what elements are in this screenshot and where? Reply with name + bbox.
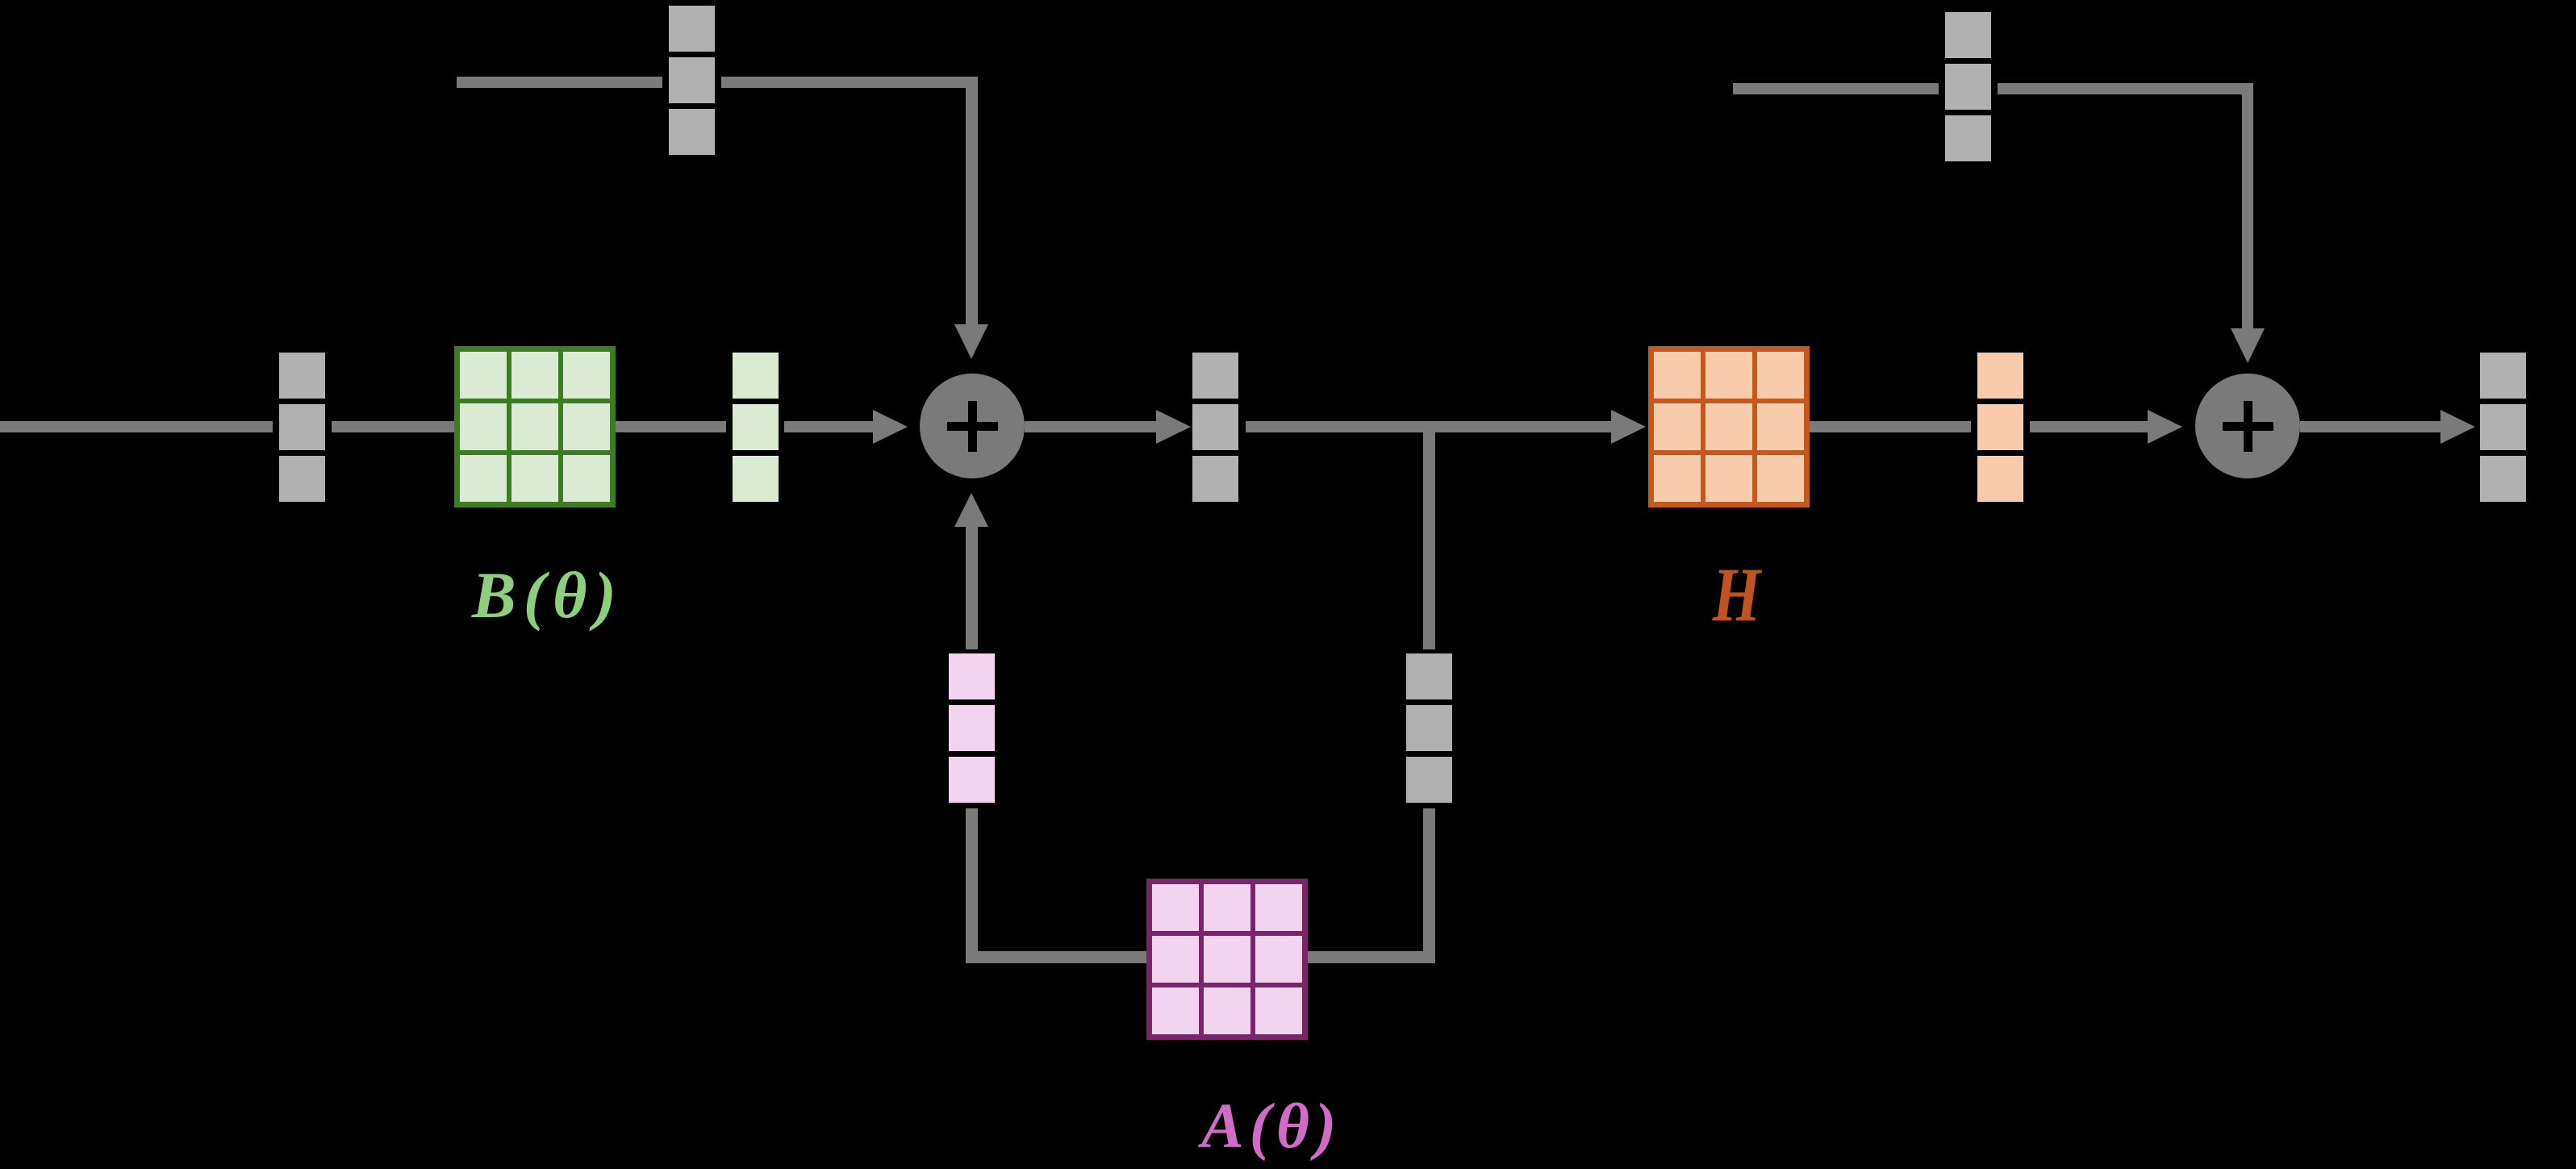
svg-text:B(θ): B(θ) <box>471 558 624 632</box>
svg-text:H: H <box>1712 552 1763 637</box>
svg-text:A(θ): A(θ) <box>1197 1092 1342 1162</box>
